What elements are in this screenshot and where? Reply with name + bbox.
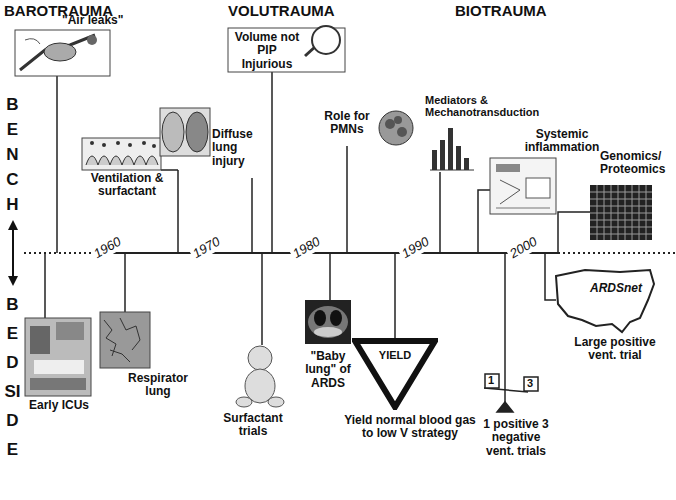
event-caption: Early ICUs [22, 399, 96, 412]
event-caption: "Baby lung" of ARDS [298, 350, 358, 390]
event-caption: Large positive vent. trial [570, 336, 660, 363]
year-label: 1960 [90, 233, 126, 262]
section-heading: VOLUTRAUMA [228, 3, 335, 20]
axis-label: BEDSIDE [4, 290, 21, 464]
map-label: ARDSnet [590, 282, 642, 295]
yield-triangle [352, 338, 438, 410]
sign-text: YIELD [352, 349, 438, 361]
event-caption: Yield normal blood gas to low V strategy [343, 414, 477, 441]
balance-number: 1 [488, 374, 494, 386]
event-caption: Diffuse lung injury [212, 128, 260, 168]
event-caption: Genomics/ Proteomics [600, 150, 672, 177]
event-caption: Mediators & Mechanotransduction [425, 94, 557, 119]
year-label: 2000 [506, 233, 542, 262]
yield-sign: YIELD [352, 338, 438, 410]
event-caption: Surfactant trials [218, 412, 288, 439]
year-label: 1990 [398, 233, 434, 262]
axis-label: BENCH [4, 92, 21, 217]
event-caption: "Air leaks" [62, 14, 123, 27]
balance-number: 3 [527, 377, 533, 389]
event-caption: Volume not PIP Injurious [232, 31, 302, 71]
event-caption: Ventilation & surfactant [82, 172, 172, 199]
event-caption: Role for PMNs [318, 110, 376, 137]
year-label: 1970 [189, 233, 225, 262]
section-heading: BIOTRAUMA [455, 3, 547, 20]
year-label: 1980 [289, 233, 325, 262]
event-caption: Respirator lung [126, 372, 190, 399]
event-caption: 1 positive 3 negative vent. trials [480, 418, 552, 458]
event-caption: Systemic inflammation [522, 128, 602, 155]
